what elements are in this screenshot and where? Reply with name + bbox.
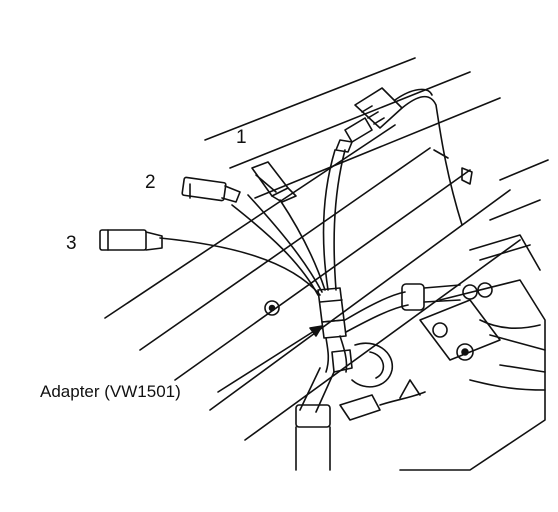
callout-adapter: Adapter (VW1501) [40,382,181,401]
bulkhead-panel [104,57,521,441]
harness-clip [461,167,473,185]
engine-components [399,159,549,471]
callout-connector-2: 2 [145,172,156,193]
callout-connector-1: 1 [236,127,247,148]
connector-2 [181,176,241,203]
lower-fittings [295,342,426,471]
connector-1 [251,161,297,203]
fuel-hose [344,283,478,333]
mounting-bolt [264,300,280,316]
callout-connector-3: 3 [66,233,77,254]
adapter-leader [217,325,323,393]
connector-3 [99,229,163,251]
wire-harness [159,149,346,296]
harness-plug [335,87,463,226]
